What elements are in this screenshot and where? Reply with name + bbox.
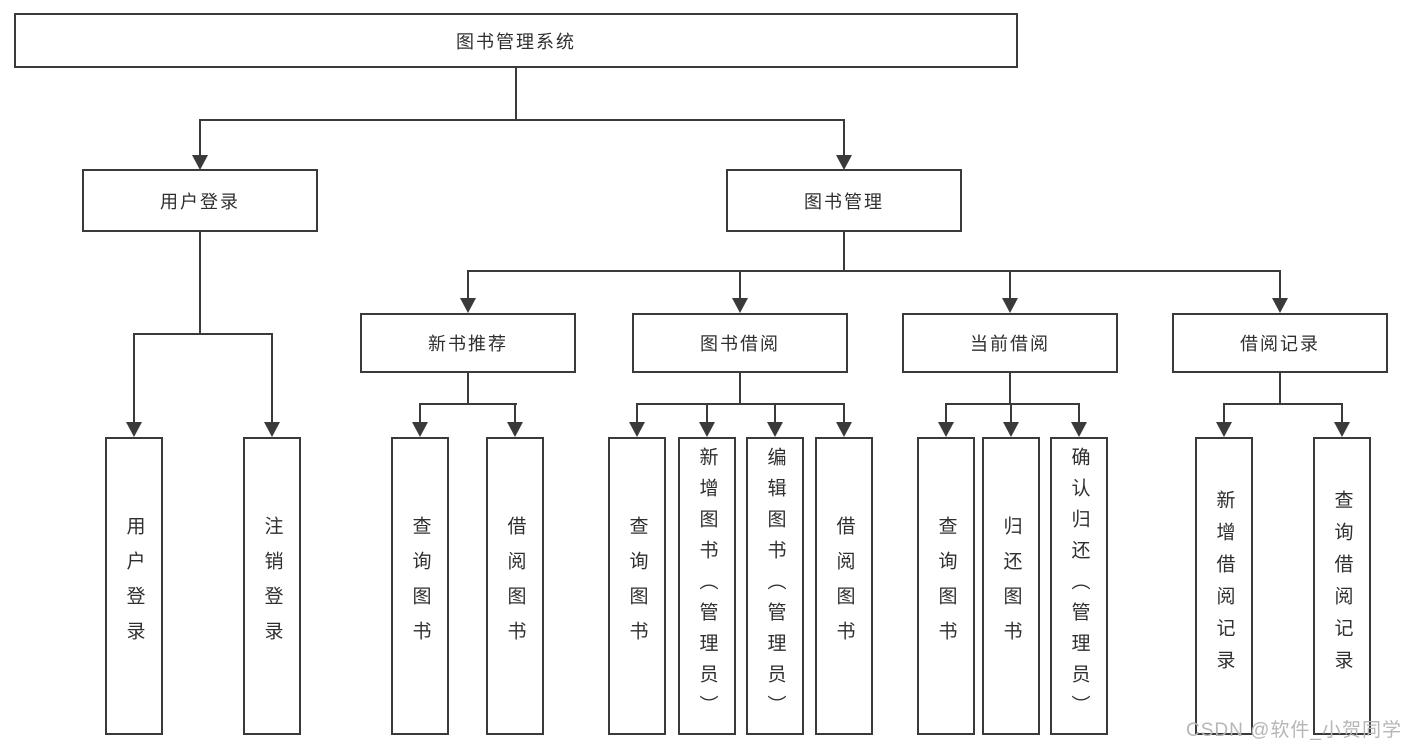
connector-leaf-stub [133, 333, 135, 423]
arrow-down-icon [732, 298, 748, 313]
arrow-down-icon [1334, 422, 1350, 437]
node-current-borrow: 当前借阅 [902, 313, 1118, 373]
leaf-current-query-label: 查询图书 [935, 516, 957, 656]
node-borrow-records-label: 借阅记录 [1240, 334, 1320, 354]
arrow-down-icon [1272, 298, 1288, 313]
leaf-records-query: 查询借阅记录 [1313, 437, 1371, 735]
leaf-borrow-borrow: 借阅图书 [815, 437, 873, 735]
leaf-current-confirm-label: 确认归还（管理员） [1068, 446, 1090, 726]
connector-leaf-stub [1078, 403, 1080, 424]
leaf-newbook-borrow-label: 借阅图书 [504, 516, 526, 656]
connector-book-mgmt-vertical [843, 232, 845, 272]
leaf-borrow-borrow-label: 借阅图书 [833, 516, 855, 656]
leaf-records-query-label: 查询借阅记录 [1331, 490, 1353, 682]
leaf-current-return-label: 归还图书 [1000, 516, 1022, 656]
arrow-down-icon [460, 298, 476, 313]
connector-level3-stub [1009, 270, 1011, 298]
arrow-down-icon [126, 422, 142, 437]
node-book-mgmt: 图书管理 [726, 169, 962, 232]
leaf-borrow-edit: 编辑图书（管理员） [746, 437, 804, 735]
connector-borrow-records-vertical [1279, 373, 1281, 405]
connector-leaf-stub [1223, 403, 1225, 424]
node-book-borrow: 图书借阅 [632, 313, 848, 373]
arrow-down-icon [507, 422, 523, 437]
connector-book-borrow-bar [636, 403, 845, 405]
arrow-down-icon [836, 422, 852, 437]
leaf-records-add: 新增借阅记录 [1195, 437, 1253, 735]
connector-borrow-records-bar [1223, 403, 1343, 405]
leaf-current-return: 归还图书 [982, 437, 1040, 735]
connector-leaf-stub [843, 403, 845, 424]
arrow-down-icon [192, 155, 208, 170]
arrow-down-icon [1003, 422, 1019, 437]
connector-current-borrow-vertical [1009, 373, 1011, 405]
arrow-down-icon [264, 422, 280, 437]
leaf-borrow-edit-label: 编辑图书（管理员） [764, 446, 786, 726]
leaf-newbook-query: 查询图书 [391, 437, 449, 735]
arrow-down-icon [1071, 422, 1087, 437]
leaf-borrow-query: 查询图书 [608, 437, 666, 735]
node-user-login: 用户登录 [82, 169, 318, 232]
node-user-login-label: 用户登录 [160, 191, 240, 212]
csdn-watermark: CSDN @软件_小贺同学 [1186, 720, 1402, 741]
leaf-user-login: 用户登录 [105, 437, 163, 735]
connector-book-mgmt-stub [843, 119, 845, 157]
arrow-down-icon [629, 422, 645, 437]
connector-user-login-stub [199, 119, 201, 157]
arrow-down-icon [938, 422, 954, 437]
connector-new-book-bar [419, 403, 517, 405]
leaf-records-add-label: 新增借阅记录 [1213, 490, 1235, 682]
connector-leaf-stub [774, 403, 776, 424]
arrow-down-icon [699, 422, 715, 437]
connector-leaf-stub [706, 403, 708, 424]
leaf-logout: 注销登录 [243, 437, 301, 735]
connector-leaf-stub [1341, 403, 1343, 424]
connector-leaf-stub [419, 403, 421, 424]
node-new-book-rec: 新书推荐 [360, 313, 576, 373]
connector-leaf-stub [514, 403, 516, 424]
node-book-borrow-label: 图书借阅 [700, 334, 780, 354]
connector-user-login-bar [133, 333, 273, 335]
node-book-mgmt-label: 图书管理 [804, 191, 884, 212]
leaf-user-login-label: 用户登录 [123, 516, 145, 656]
node-root-label: 图书管理系统 [456, 31, 576, 52]
connector-leaf-stub [271, 333, 273, 423]
connector-level3-stub [1279, 270, 1281, 298]
connector-level3-stub [739, 270, 741, 298]
leaf-newbook-borrow: 借阅图书 [486, 437, 544, 735]
connector-new-book-vertical [467, 373, 469, 405]
connector-level3-bar [467, 270, 1281, 272]
arrow-down-icon [1002, 298, 1018, 313]
connector-level2-bar [199, 119, 845, 121]
node-new-book-rec-label: 新书推荐 [428, 334, 508, 354]
connector-current-borrow-bar [945, 403, 1080, 405]
leaf-borrow-query-label: 查询图书 [626, 516, 648, 656]
leaf-current-confirm: 确认归还（管理员） [1050, 437, 1108, 735]
connector-leaf-stub [636, 403, 638, 424]
connector-leaf-stub [1010, 403, 1012, 424]
connector-level3-stub [467, 270, 469, 298]
node-current-borrow-label: 当前借阅 [970, 334, 1050, 354]
arrow-down-icon [767, 422, 783, 437]
leaf-logout-label: 注销登录 [261, 516, 283, 656]
arrow-down-icon [412, 422, 428, 437]
node-borrow-records: 借阅记录 [1172, 313, 1388, 373]
leaf-current-query: 查询图书 [917, 437, 975, 735]
arrow-down-icon [1216, 422, 1232, 437]
arrow-down-icon [836, 155, 852, 170]
leaf-borrow-add-label: 新增图书（管理员） [696, 446, 718, 726]
leaf-newbook-query-label: 查询图书 [409, 516, 431, 656]
connector-root-vertical [515, 68, 517, 121]
node-root: 图书管理系统 [14, 13, 1018, 68]
connector-user-login-vertical [199, 232, 201, 335]
connector-book-borrow-vertical [739, 373, 741, 405]
connector-leaf-stub [945, 403, 947, 424]
leaf-borrow-add: 新增图书（管理员） [678, 437, 736, 735]
